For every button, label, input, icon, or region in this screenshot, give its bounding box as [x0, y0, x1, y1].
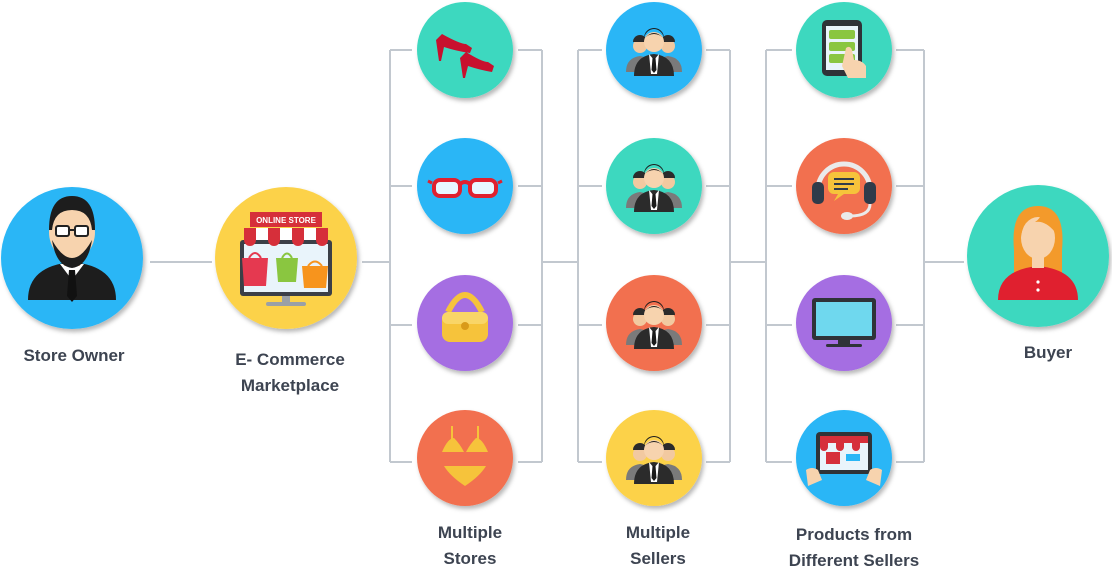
store-node-swimwear [417, 410, 513, 506]
tablet-shopping-icon [822, 20, 866, 78]
store-node-shoes [417, 2, 513, 98]
connector-lines [150, 49, 964, 463]
seller-node-3 [606, 275, 702, 371]
marketplace-label-line2: Marketplace [240, 376, 340, 395]
store-owner-node [1, 187, 143, 329]
product-node-mobile-store [796, 410, 892, 506]
marketplace-label: E- Commerce Marketplace [200, 347, 380, 399]
stores-label-line2: Stores [443, 549, 497, 568]
store-owner-label-text: Store Owner [23, 346, 125, 365]
tablet-store-icon [806, 432, 882, 486]
woman-buyer-icon [998, 206, 1078, 300]
products-label-line1: Products from [795, 525, 913, 544]
seller-node-4 [606, 410, 702, 506]
high-heels-icon [436, 34, 494, 78]
glasses-icon [427, 178, 503, 198]
bikini-icon [442, 426, 488, 486]
stores-label-line1: Multiple [437, 523, 503, 542]
seller-node-1 [606, 2, 702, 98]
online-store-sign: ONLINE STORE [256, 216, 317, 225]
buyer-node [967, 185, 1109, 327]
store-owner-label: Store Owner [0, 343, 148, 369]
marketplace-node: ONLINE STORE [215, 187, 357, 329]
buyer-label: Buyer [988, 340, 1108, 366]
handbag-icon [442, 292, 488, 342]
seller-node-2 [606, 138, 702, 234]
buyer-label-text: Buyer [1023, 343, 1073, 362]
businessman-icon [28, 196, 116, 302]
stores-label: Multiple Stores [400, 520, 540, 572]
sellers-label-line2: Sellers [630, 549, 686, 568]
products-label: Products from Different Sellers [764, 522, 944, 574]
products-label-line2: Different Sellers [788, 551, 920, 570]
headset-support-icon [812, 161, 876, 220]
online-store-icon: ONLINE STORE [240, 212, 332, 306]
product-node-tablet [796, 2, 892, 98]
product-node-monitor [796, 275, 892, 371]
monitor-icon [812, 298, 876, 347]
sellers-label-line1: Multiple [625, 523, 691, 542]
store-node-handbag [417, 275, 513, 371]
sellers-label: Multiple Sellers [588, 520, 728, 572]
store-node-glasses [417, 138, 513, 234]
product-node-support [796, 138, 892, 234]
marketplace-label-line1: E- Commerce [235, 350, 345, 369]
